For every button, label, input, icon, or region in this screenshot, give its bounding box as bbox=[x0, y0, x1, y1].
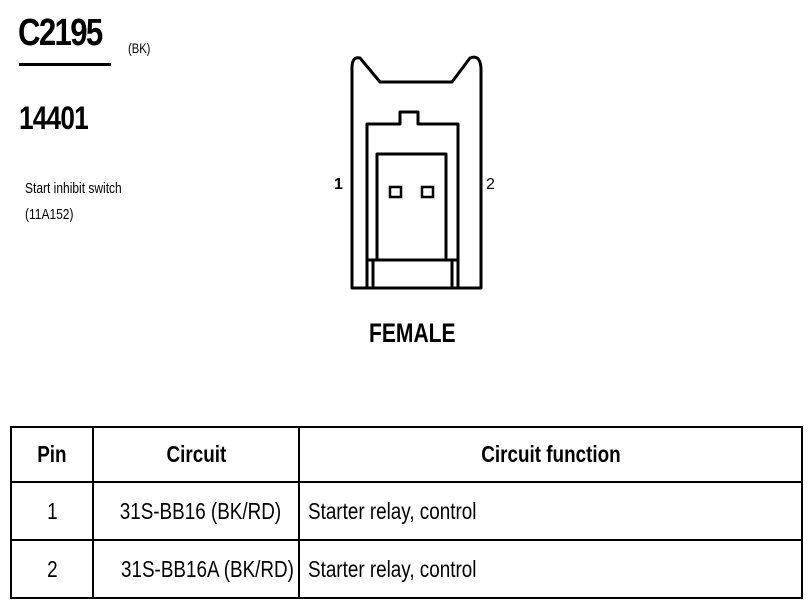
header-circuit: Circuit bbox=[92, 426, 300, 483]
header-circuit-function: Circuit function bbox=[298, 426, 803, 483]
connector-housing bbox=[350, 55, 483, 290]
cell-pin: 1 bbox=[10, 481, 94, 541]
connector-id-underline bbox=[19, 63, 111, 66]
part-number: 14401 bbox=[19, 100, 89, 136]
connector-gender-label: FEMALE bbox=[369, 318, 456, 348]
pin-cavity-frame bbox=[375, 152, 448, 262]
pin-1-terminal bbox=[388, 185, 403, 199]
component-description: Start inhibit switch bbox=[25, 180, 122, 197]
connector-face-diagram bbox=[350, 55, 483, 290]
component-code: (11A152) bbox=[25, 206, 74, 223]
cell-circuit: 31S-BB16A (BK/RD) bbox=[92, 539, 300, 599]
table-row: 2 31S-BB16A (BK/RD) Starter relay, contr… bbox=[10, 539, 803, 599]
cell-circuit-function: Starter relay, control bbox=[298, 481, 803, 541]
pin-2-terminal bbox=[420, 185, 435, 199]
cell-pin: 2 bbox=[10, 539, 94, 599]
pin-2-label: 2 bbox=[486, 176, 495, 193]
cell-circuit-function: Starter relay, control bbox=[298, 539, 803, 599]
pin-table: Pin Circuit Circuit function 1 31S-BB16 … bbox=[10, 426, 803, 599]
connector-color: (BK) bbox=[128, 40, 151, 56]
connector-inner-body bbox=[365, 110, 460, 288]
pin-1-label: 1 bbox=[334, 176, 343, 193]
table-row: 1 31S-BB16 (BK/RD) Starter relay, contro… bbox=[10, 481, 803, 541]
table-header-row: Pin Circuit Circuit function bbox=[10, 426, 803, 483]
cell-circuit: 31S-BB16 (BK/RD) bbox=[92, 481, 300, 541]
connector-id: C2195 bbox=[18, 12, 103, 54]
header-pin: Pin bbox=[10, 426, 94, 483]
